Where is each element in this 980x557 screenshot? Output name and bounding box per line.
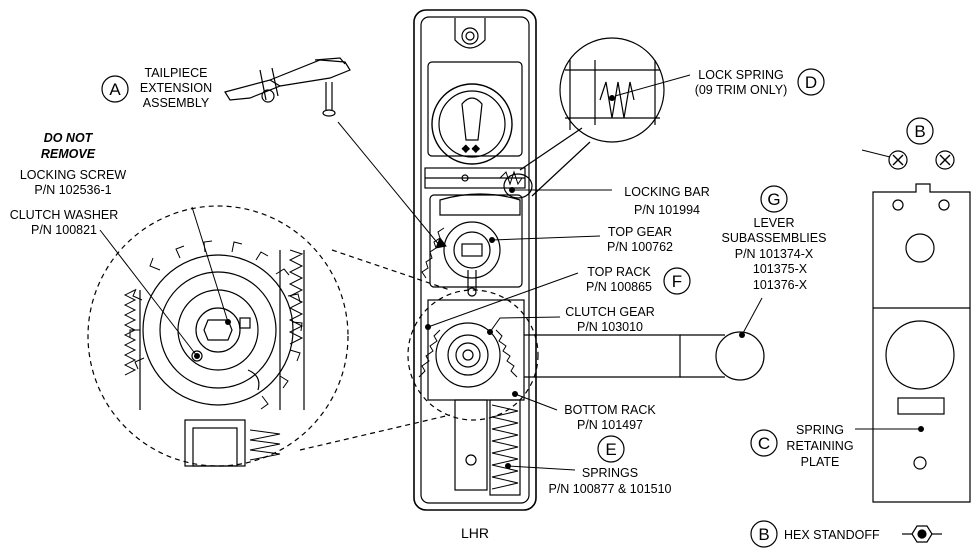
lever-pn-3: 101376-X [753,278,808,292]
lever-label-line1: LEVER [754,216,795,230]
leader-dots [194,95,924,469]
locking-screw-pn: P/N 102536-1 [34,183,111,197]
callout-f: F [672,272,682,291]
lever-pn-1: P/N 101374-X [735,247,814,261]
svg-text:✥ ✥: ✥ ✥ [462,144,480,154]
clutch-washer-leader [191,206,229,323]
callout-g: G [767,190,780,209]
lock-spring-detail [503,37,665,199]
clutch-gear-label: CLUTCH GEAR [565,305,655,319]
callout-c-circle [750,429,778,457]
top-gear-leader [491,235,601,241]
spring-plate-label-line2: RETAINING [786,439,853,453]
clutch-washer-pn: P/N 100821 [31,223,97,237]
lever-leader [741,297,763,336]
tailpiece-label-line3: ASSEMBLY [143,96,210,110]
clutch-detail-view [87,205,349,467]
tailpiece-extension-drawing [224,57,351,117]
callout-a: A [109,80,121,99]
lock-spring-label: LOCK SPRING [698,68,783,82]
clutch-detail-indicator [407,289,539,421]
callout-d-circle [797,68,825,96]
springs-leader [507,465,576,471]
lock-spring-note: (09 TRIM ONLY) [695,83,788,97]
top-gear-label: TOP GEAR [608,225,672,239]
top-rack-leader [427,272,579,328]
do-not-remove-line1: DO NOT [44,131,94,145]
hex-standoff-label: HEX STANDOFF [784,528,880,542]
callout-b-top: B [914,122,925,141]
leader-lines [99,74,921,471]
hand-designation-label: LHR [461,525,489,541]
callout-d: D [805,73,817,92]
callout-c: C [758,434,770,453]
spring-plate-label-line1: SPRING [796,423,844,437]
tailpiece-label-line2: EXTENSION [140,81,212,95]
callout-f-circle [663,267,691,295]
clutch-gear-leader [489,316,561,333]
locking-bar-pn: P/N 101994 [634,203,700,217]
hex-b-leader [861,149,891,158]
callout-b-circle-top [906,117,934,145]
detail-connector-lower [299,414,451,451]
callout-e-circle [597,435,625,463]
locking-screw-label: LOCKING SCREW [20,168,126,182]
clutch-gear-pn: P/N 103010 [577,320,643,334]
callout-circles [101,68,934,548]
do-not-remove-line2: REMOVE [41,147,96,161]
callout-g-circle [760,185,788,213]
lever-label-line2: SUBASSEMBLIES [722,231,827,245]
top-rack-label: TOP RACK [587,265,651,279]
callout-b-bottom: B [758,525,769,544]
tailpiece-leader [337,121,441,247]
callout-e: E [605,440,616,459]
bottom-rack-label: BOTTOM RACK [564,403,656,417]
lock-spring-leader [614,74,691,97]
callout-a-circle [101,75,129,103]
spring-retaining-plate [872,150,971,503]
locking-screw-leader [99,229,198,357]
lock-housing: ✥ ✥ [413,9,537,511]
bottom-rack-pn: P/N 101497 [577,418,643,432]
top-rack-pn: P/N 100865 [586,280,652,294]
hex-standoff-symbol [902,525,942,543]
locking-bar-label: LOCKING BAR [624,185,709,199]
clutch-washer-label: CLUTCH WASHER [10,208,119,222]
detail-connector-upper [331,249,451,291]
callout-b-circle-bottom [750,520,778,548]
lever-pn-2: 101375-X [753,262,808,276]
top-gear-pn: P/N 100762 [607,240,673,254]
bottom-rack-leader [514,393,558,411]
springs-pn: P/N 100877 & 101510 [548,482,671,496]
lever-drawing [524,331,765,381]
spring-plate-label-line3: PLATE [801,455,840,469]
tailpiece-label-line1: TAILPIECE [145,66,208,80]
springs-label: SPRINGS [582,466,638,480]
